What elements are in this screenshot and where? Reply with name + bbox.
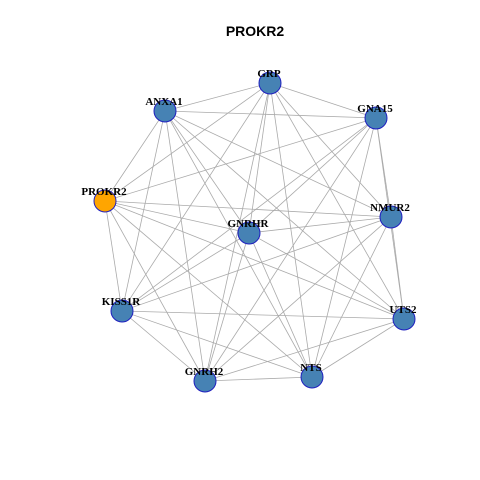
node-circle[interactable] [110, 299, 134, 323]
edge-grp-gnrhr [248, 82, 271, 234]
edge-uts2-nts [311, 318, 405, 378]
edge-anxa1-prokr2 [104, 110, 166, 202]
edge-gna15-gnrhr [248, 117, 377, 234]
node-label: PROKR2 [81, 186, 127, 198]
node-anxa1[interactable]: ANXA1 [145, 96, 183, 123]
node-circle[interactable] [153, 99, 177, 123]
edge-anxa1-gnrhr [164, 110, 250, 234]
node-label: GRP [257, 68, 281, 80]
node-kiss1r[interactable]: KISS1R [102, 296, 142, 323]
node-gnrhr[interactable]: GNRHR [228, 218, 270, 245]
edge-grp-gnrh2 [204, 82, 271, 382]
node-grp[interactable]: GRP [257, 68, 282, 95]
edge-gna15-kiss1r [121, 117, 377, 312]
edge-grp-anxa1 [164, 82, 271, 112]
node-uts2[interactable]: UTS2 [390, 304, 417, 331]
edge-kiss1r-uts2 [121, 310, 405, 320]
edge-nts-gnrh2 [204, 376, 313, 382]
edge-kiss1r-gnrh2 [121, 310, 206, 382]
node-nts[interactable]: NTS [300, 362, 324, 389]
edge-grp-prokr2 [104, 82, 271, 202]
edge-uts2-gnrh2 [204, 318, 405, 382]
edge-gna15-gnrh2 [204, 117, 377, 382]
edge-gnrhr-kiss1r [121, 232, 250, 312]
edge-nmur2-gnrh2 [204, 216, 392, 382]
edge-nmur2-uts2 [390, 216, 405, 320]
edge-prokr2-nmur2 [104, 200, 392, 218]
node-circle[interactable] [364, 106, 388, 130]
node-label: GNRHR [228, 218, 270, 230]
node-gnrh2[interactable]: GNRH2 [185, 366, 224, 393]
edge-anxa1-gnrh2 [164, 110, 206, 382]
edge-anxa1-kiss1r [121, 110, 166, 312]
edge-prokr2-kiss1r [104, 200, 123, 312]
edge-grp-uts2 [269, 82, 405, 320]
edge-nmur2-gnrhr [248, 216, 392, 234]
node-circle[interactable] [392, 307, 416, 331]
edge-nmur2-kiss1r [121, 216, 392, 312]
edge-gnrhr-uts2 [248, 232, 405, 320]
edge-grp-kiss1r [121, 82, 271, 312]
edge-prokr2-nts [104, 200, 313, 378]
edge-anxa1-uts2 [164, 110, 405, 320]
edge-grp-gna15 [269, 82, 377, 119]
edge-grp-nts [269, 82, 313, 378]
edge-kiss1r-nts [121, 310, 313, 378]
edge-gnrhr-nts [248, 232, 313, 378]
edge-gna15-prokr2 [104, 117, 377, 202]
edge-nmur2-nts [311, 216, 392, 378]
node-gna15[interactable]: GNA15 [357, 103, 393, 130]
edge-prokr2-uts2 [104, 200, 405, 320]
edge-layer [104, 82, 405, 382]
edge-anxa1-nts [164, 110, 313, 378]
node-label: GNRH2 [185, 366, 224, 378]
edge-gna15-nts [311, 117, 377, 378]
node-label: NMUR2 [370, 202, 410, 214]
node-circle[interactable] [237, 221, 261, 245]
node-circle[interactable] [258, 71, 282, 95]
edge-anxa1-nmur2 [164, 110, 392, 218]
edge-gnrhr-gnrh2 [204, 232, 250, 382]
node-circle[interactable] [300, 365, 324, 389]
node-label: ANXA1 [145, 96, 182, 108]
node-circle[interactable] [193, 369, 217, 393]
graph-title: PROKR2 [226, 23, 285, 39]
node-label: UTS2 [390, 304, 417, 316]
node-label: GNA15 [357, 103, 393, 115]
node-circle[interactable] [93, 189, 117, 213]
edge-anxa1-gna15 [164, 110, 377, 119]
edge-grp-nmur2 [269, 82, 392, 218]
node-label: NTS [300, 362, 321, 374]
node-label: KISS1R [102, 296, 142, 308]
node-circle[interactable] [379, 205, 403, 229]
node-prokr2[interactable]: PROKR2 [81, 186, 127, 213]
edge-prokr2-gnrhr [104, 200, 250, 234]
node-nmur2[interactable]: NMUR2 [370, 202, 410, 229]
